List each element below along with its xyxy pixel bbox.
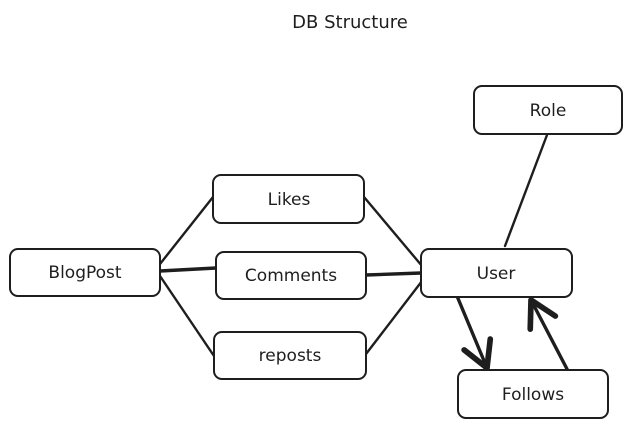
node-follows-label: Follows [502, 385, 564, 405]
node-comments: Comments [215, 251, 367, 300]
node-role: Role [473, 85, 623, 135]
node-likes: Likes [212, 174, 365, 224]
node-reposts-label: reposts [259, 346, 322, 366]
edge-blogpost-comments [158, 266, 218, 273]
edge-user-role [503, 133, 549, 248]
node-blogpost: BlogPost [9, 248, 161, 297]
edge-blogpost-likes [158, 195, 215, 266]
edge-comments-user [364, 271, 423, 277]
node-user-label: User [477, 264, 516, 284]
node-role-label: Role [530, 101, 567, 121]
node-likes-label: Likes [268, 190, 311, 210]
edge-likes-user [362, 195, 424, 268]
edge-blogpost-reposts [158, 274, 216, 358]
node-comments-label: Comments [245, 266, 337, 286]
arrow-follows-to-user [527, 297, 569, 371]
arrow-user-to-follows [455, 294, 494, 371]
node-user: User [420, 248, 573, 298]
edge-reposts-user [364, 279, 424, 356]
node-blogpost-label: BlogPost [48, 263, 121, 283]
node-reposts: reposts [213, 331, 367, 380]
diagram-title: DB Structure [292, 12, 408, 33]
node-follows: Follows [457, 369, 609, 419]
